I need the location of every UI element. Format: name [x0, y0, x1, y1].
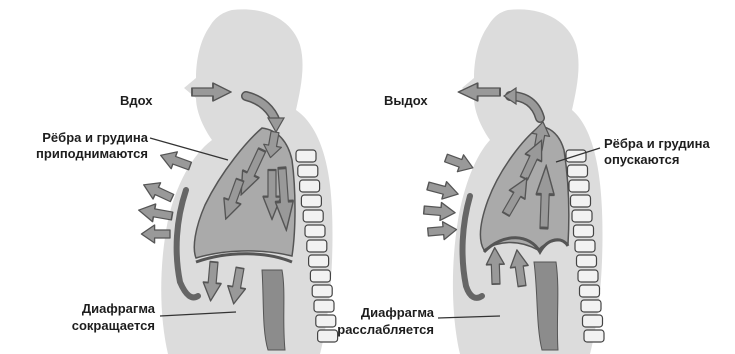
vertebra	[571, 195, 591, 207]
vertebra	[583, 315, 603, 327]
inhale-figure: Вдох Рёбра и грудина приподнимаются Диаф…	[36, 9, 338, 354]
vertebra	[316, 315, 336, 327]
vertebra	[307, 240, 327, 252]
vertebra	[298, 165, 318, 177]
exhale-title: Выдох	[384, 93, 428, 108]
vertebra	[318, 330, 338, 342]
inhale-ribs-label-line2: приподнимаются	[36, 146, 148, 161]
vertebra	[575, 240, 595, 252]
vertebra	[578, 270, 598, 282]
inhale-ribs-label-line1: Рёбра и грудина	[42, 130, 149, 145]
vertebra	[309, 255, 329, 267]
vertebra	[577, 255, 597, 267]
inhale-diaphragm-label-line2: сокращается	[72, 318, 155, 333]
vertebra	[569, 180, 589, 192]
vertebra	[581, 300, 601, 312]
vertebra	[301, 195, 321, 207]
exhale-figure: Выдох Рёбра и грудина опускаются Диафраг…	[337, 9, 710, 354]
exhale-ribs-label-line2: опускаются	[604, 152, 679, 167]
vertebra	[314, 300, 334, 312]
vertebra	[310, 270, 330, 282]
vertebra	[303, 210, 323, 222]
vertebra	[572, 210, 592, 222]
inhale-diaphragm-label-line1: Диафрагма	[82, 301, 156, 316]
vertebra	[568, 165, 588, 177]
inhale-abdomen	[262, 270, 285, 350]
vertebra	[300, 180, 320, 192]
vertebra	[312, 285, 332, 297]
inhale-title: Вдох	[120, 93, 153, 108]
exhale-diaphragm-label-line1: Диафрагма	[361, 305, 435, 320]
vertebra	[574, 225, 594, 237]
exhale-diaphragm-label-line2: расслабляется	[337, 322, 434, 337]
vertebra	[580, 285, 600, 297]
vertebra	[584, 330, 604, 342]
vertebra	[305, 225, 325, 237]
vertebra	[296, 150, 316, 162]
exhale-ribs-label-line1: Рёбра и грудина	[604, 136, 711, 151]
